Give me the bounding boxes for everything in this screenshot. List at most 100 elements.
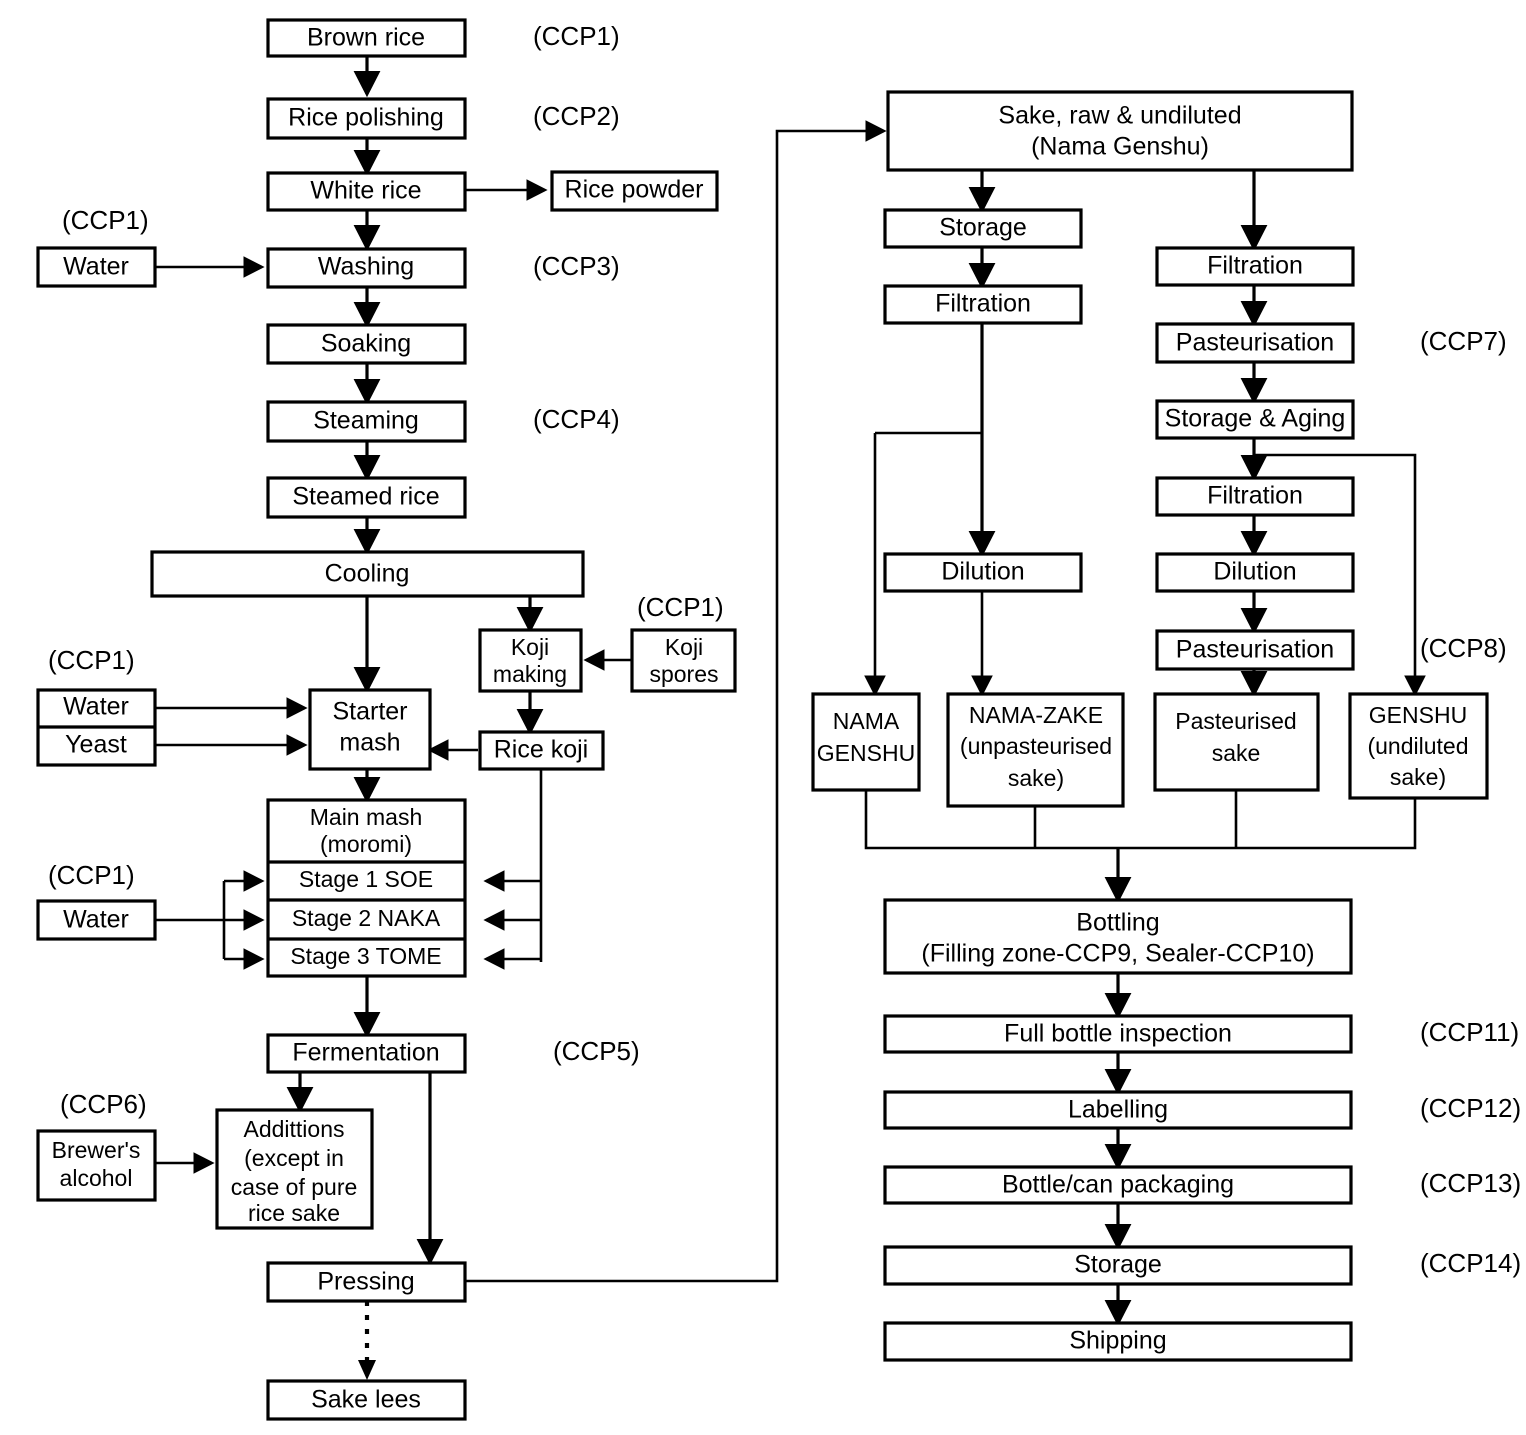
node-sake-lees[interactable]: Sake lees (266, 1379, 467, 1421)
node-dilution-c[interactable]: Dilution (1155, 552, 1355, 593)
node-label-storage-final: Storage (1074, 1251, 1162, 1279)
ccp-label-steaming: (CCP4) (533, 404, 620, 434)
node-label-koji-spores-line1: Koji (665, 634, 703, 660)
node-label-steamed-rice: Steamed rice (292, 483, 439, 511)
node-label-brown-rice: Brown rice (307, 24, 425, 52)
node-starter-mash[interactable]: Starter mash (308, 688, 432, 771)
node-label-nama-genshu-line2: GENSHU (817, 740, 915, 766)
node-label-washing: Washing (318, 253, 414, 281)
node-fermentation[interactable]: Fermentation (266, 1033, 467, 1074)
node-label-additions-line1: Addittions (243, 1116, 344, 1142)
node-label-labelling: Labelling (1068, 1096, 1168, 1124)
node-water-washing[interactable]: Water (36, 246, 157, 288)
node-label-white-rice: White rice (310, 177, 421, 205)
ccp-label-water-washing: (CCP1) (62, 205, 149, 235)
ccp-label-pasteurisation-b: (CCP7) (1420, 326, 1507, 356)
node-genshu[interactable]: GENSHU (undiluted sake) (1348, 692, 1489, 800)
ccp-label-fermentation: (CCP5) (553, 1036, 640, 1066)
ccp-label-storage-final: (CCP14) (1420, 1248, 1521, 1278)
node-nama-genshu[interactable]: NAMA GENSHU (811, 692, 921, 792)
ccp-label-brown-rice: (CCP1) (533, 21, 620, 51)
node-label-rice-polishing: Rice polishing (288, 104, 444, 132)
node-label-starter-mash-line2: mash (339, 729, 400, 757)
node-rice-polishing[interactable]: Rice polishing (266, 97, 467, 140)
node-additions[interactable]: Addittions (except in case of pure rice … (215, 1108, 374, 1230)
node-label-additions-line3: case of pure (231, 1174, 358, 1200)
ccp-label-brewers-alcohol: (CCP6) (60, 1089, 147, 1119)
node-label-filtration-a: Filtration (935, 290, 1031, 318)
node-label-stage1: Stage 1 SOE (299, 866, 433, 892)
node-label-pasteurisation-b: Pasteurisation (1176, 329, 1334, 357)
node-full-bottle-inspection[interactable]: Full bottle inspection (883, 1014, 1353, 1054)
node-labelling[interactable]: Labelling (883, 1090, 1353, 1130)
node-label-bottle-can-packaging: Bottle/can packaging (1002, 1171, 1234, 1199)
node-label-nama-zake-line1: NAMA-ZAKE (969, 702, 1103, 728)
node-cooling[interactable]: Cooling (150, 550, 585, 598)
node-label-genshu-line2: (undiluted (1367, 733, 1468, 759)
node-rice-koji[interactable]: Rice koji (478, 730, 605, 771)
node-main-mash[interactable]: Main mash (moromi) Stage 1 SOE Stage 2 N… (266, 798, 467, 978)
node-pasteurised-sake[interactable]: Pasteurised sake (1153, 692, 1320, 792)
node-koji-making[interactable]: Koji making (478, 628, 583, 693)
node-dilution-a[interactable]: Dilution (883, 552, 1083, 593)
node-label-fermentation: Fermentation (292, 1039, 439, 1067)
node-rice-powder[interactable]: Rice powder (550, 170, 719, 212)
node-label-main-mash-line2: (moromi) (320, 831, 412, 857)
node-label-koji-making-line2: making (493, 661, 567, 687)
node-label-nama-genshu-line1: NAMA (833, 708, 900, 734)
node-label-koji-spores-line2: spores (649, 661, 718, 687)
node-storage-a[interactable]: Storage (883, 208, 1083, 249)
node-label-storage-aging: Storage & Aging (1165, 405, 1346, 433)
node-label-soaking: Soaking (321, 330, 411, 358)
node-shipping[interactable]: Shipping (883, 1321, 1353, 1362)
node-soaking[interactable]: Soaking (266, 323, 467, 365)
node-label-stage3: Stage 3 TOME (290, 943, 441, 969)
node-label-filtration-b: Filtration (1207, 252, 1303, 280)
node-label-stage2: Stage 2 NAKA (292, 905, 441, 931)
node-storage-final[interactable]: Storage (883, 1245, 1353, 1286)
node-water-mash[interactable]: Water (36, 899, 157, 941)
node-filtration-c[interactable]: Filtration (1155, 476, 1355, 517)
node-label-genshu-line1: GENSHU (1369, 702, 1467, 728)
node-storage-aging[interactable]: Storage & Aging (1155, 399, 1355, 440)
node-label-shipping: Shipping (1069, 1327, 1166, 1355)
node-pasteurisation-c[interactable]: Pasteurisation (1155, 629, 1355, 671)
node-brewers-alcohol[interactable]: Brewer's alcohol (36, 1129, 157, 1202)
ccp-label-full-bottle-inspection: (CCP11) (1420, 1017, 1519, 1047)
node-filtration-a[interactable]: Filtration (883, 284, 1083, 325)
node-label-nama-zake-line2: (unpasteurised (960, 733, 1112, 759)
node-label-pasteurisation-c: Pasteurisation (1176, 636, 1334, 664)
node-steaming[interactable]: Steaming (266, 400, 467, 443)
node-label-main-mash-line1: Main mash (310, 804, 422, 830)
node-bottling[interactable]: Bottling (Filling zone-CCP9, Sealer-CCP1… (883, 898, 1353, 975)
node-label-dilution-c: Dilution (1213, 558, 1296, 586)
node-label-bottling-line1: Bottling (1076, 909, 1159, 937)
node-water-yeast-group[interactable]: Water Yeast (36, 688, 157, 767)
node-pressing[interactable]: Pressing (266, 1261, 467, 1303)
node-label-brewers-alcohol-line2: alcohol (60, 1165, 133, 1191)
node-white-rice[interactable]: White rice (266, 171, 467, 212)
node-washing[interactable]: Washing (266, 247, 467, 289)
node-label-water-washing: Water (63, 253, 129, 281)
ccp-label-water-mash: (CCP1) (48, 860, 135, 890)
ccp-label-washing: (CCP3) (533, 251, 620, 281)
node-label-storage-a: Storage (939, 214, 1027, 242)
node-label-cooling: Cooling (325, 560, 410, 588)
node-pasteurisation-b[interactable]: Pasteurisation (1155, 322, 1355, 364)
node-label-yeast: Yeast (65, 731, 127, 759)
node-brown-rice[interactable]: Brown rice (266, 18, 467, 58)
node-label-water-mash: Water (63, 906, 129, 934)
node-label-rice-koji: Rice koji (494, 736, 588, 764)
node-label-water-starter: Water (63, 693, 129, 721)
node-koji-spores[interactable]: Koji spores (630, 628, 737, 693)
node-label-steaming: Steaming (313, 407, 419, 435)
node-nama-zake[interactable]: NAMA-ZAKE (unpasteurised sake) (946, 692, 1125, 808)
node-bottle-can-packaging[interactable]: Bottle/can packaging (883, 1165, 1353, 1205)
node-label-additions-line2: (except in (244, 1145, 344, 1171)
node-filtration-b[interactable]: Filtration (1155, 246, 1355, 287)
ccp-label-rice-polishing: (CCP2) (533, 101, 620, 131)
node-label-koji-making-line1: Koji (511, 634, 549, 660)
node-steamed-rice[interactable]: Steamed rice (266, 476, 467, 519)
node-sake-raw-undiluted[interactable]: Sake, raw & undiluted (Nama Genshu) (886, 90, 1354, 172)
